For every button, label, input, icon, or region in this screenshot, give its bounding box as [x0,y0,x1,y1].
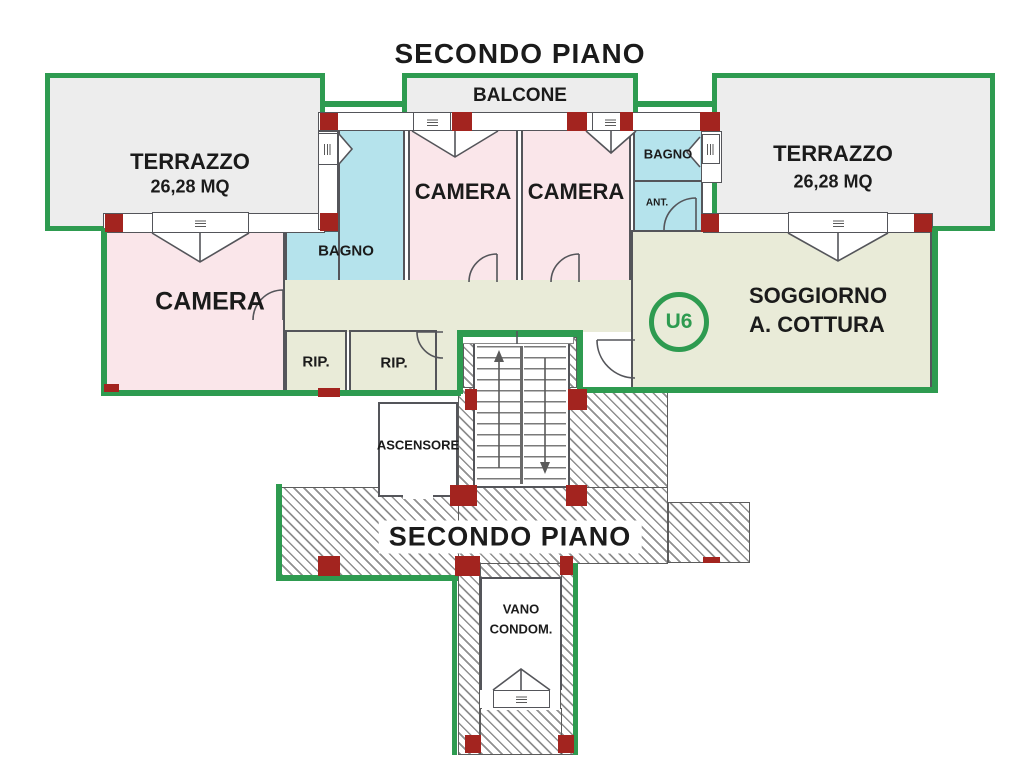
rip-1-room [285,330,347,392]
column-block [452,112,472,131]
page-title: SECONDO PIANO [394,38,646,69]
column-block [701,214,719,232]
door-anticamera [663,197,697,231]
bagno-left-label: BAGNO [318,242,374,260]
green-entrance-left [457,330,463,394]
column-block [703,557,720,563]
french-window-camera1 [411,130,499,158]
green-step-left [320,101,406,107]
column-block [700,112,720,131]
soggiorno-label-line1: SOGGIORNO [748,283,888,308]
french-window-vano [492,668,551,691]
shutter-icon [426,117,438,126]
column-block [450,485,477,506]
anticamera-label: ANT. [645,197,669,209]
camera-2-label: CAMERA [527,179,625,204]
green-landing-left [276,484,282,581]
window-left-column [318,133,338,165]
lower-tower-wall-top [480,563,562,579]
lower-tower-wall-left [458,563,480,755]
window-camera1 [413,112,451,131]
rip-1-label: RIP. [302,353,330,371]
green-edge-right [932,228,938,393]
window-camera-left [152,212,249,233]
balcone [402,73,638,112]
stair-arrow-down-icon [540,462,550,474]
column-block [620,112,633,131]
corridor [285,280,631,332]
shutter-icon [707,143,715,155]
door-camera1 [468,253,498,283]
vano-label-line2: CONDOM. [489,621,553,637]
unit-badge: U6 [649,292,709,352]
balcone-label: BALCONE [473,85,567,106]
camera-2-room [521,129,631,282]
shutter-icon [516,695,527,703]
rip-2-label: RIP. [380,354,408,372]
bagno-left-room [338,129,405,282]
floor-label-lower: SECONDO PIANO [378,520,642,554]
shutter-icon [605,117,616,126]
window-soggiorno [788,212,888,233]
green-bottom-right [580,387,938,393]
stair-divider [520,346,523,484]
soggiorno-label-line2: A. COTTURA [749,312,885,337]
column-block [568,389,587,410]
column-block [318,556,340,576]
column-block [566,485,587,506]
terrazzo-right-label: TERRAZZO [773,141,893,166]
terrazzo-left-area: 26,28 MQ [150,176,230,197]
column-block [914,214,932,232]
green-tower-left [452,577,457,755]
rip-2-room [349,330,437,392]
ascensore-label: ASCENSORE [376,437,460,453]
door-rip2 [416,331,444,359]
french-window-soggiorno [787,232,889,262]
ant-divider-wall [633,180,703,182]
door-soggiorno [596,339,636,379]
green-landing-bottom [276,575,458,581]
column-block [318,388,340,397]
column-block [105,214,123,232]
green-edge-left [101,228,107,394]
column-block [455,556,480,576]
terrazzo-right-area: 26,28 MQ [793,171,873,192]
elevator-door-gap [403,490,433,499]
vano-label-line1: VANO [502,601,540,617]
corridor-spur [437,330,459,391]
camera-1-label: CAMERA [414,179,512,204]
green-entrance-top [457,330,583,337]
stair-arrow-up-icon [494,350,504,362]
french-window-camera-left [151,232,250,263]
camera-left-label: CAMERA [155,287,265,316]
column-block [465,735,481,753]
bagno-right-label: BAGNO [643,146,693,162]
column-block [320,213,338,231]
green-tower-right [573,563,578,755]
window-right-column [702,134,720,164]
door-camera-left [252,289,284,321]
column-block [560,556,573,575]
terrazzo-left-label: TERRAZZO [130,149,250,174]
shutter-icon [324,143,332,155]
column-block [465,389,477,410]
green-entrance-right [577,330,583,390]
green-step-right [634,101,716,107]
lower-tower-wall-bottom [480,708,562,755]
shutter-icon [195,218,206,227]
door-camera2 [550,253,580,283]
column-block [558,735,574,753]
shutter-icon [832,218,844,227]
door-flap-terrazzo-right [685,136,701,168]
column-block [320,113,338,130]
green-bottom-left [101,390,461,396]
french-window-camera2 [585,130,637,155]
column-block [567,112,587,131]
landing-block-right [668,502,750,563]
window-vano [493,690,550,708]
column-block [104,384,119,392]
door-flap-terrazzo-left [338,133,354,165]
